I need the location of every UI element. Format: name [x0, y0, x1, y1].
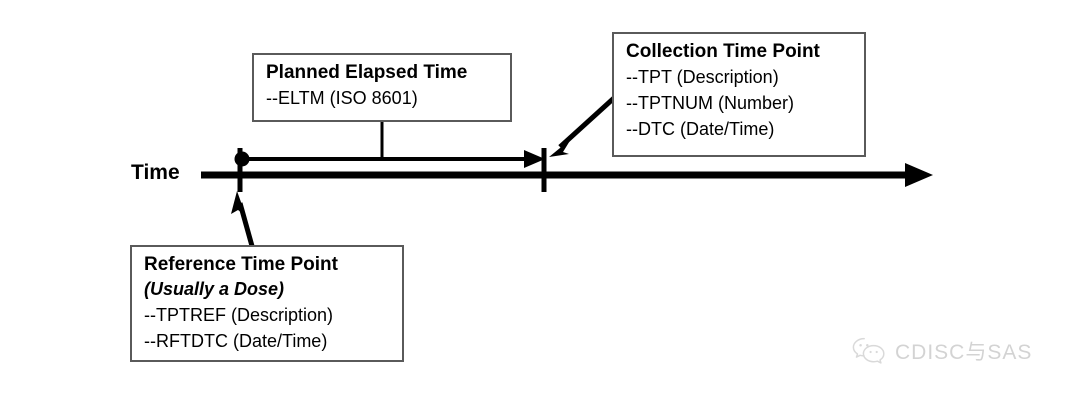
reference-time-point-variable-tptref: --TPTREF (Description) [144, 305, 334, 325]
reference-time-point-title: Reference Time Point [144, 254, 338, 275]
collection-time-point-variable-tptnum: --TPTNUM (Number) [626, 93, 794, 113]
planned-elapsed-time-variable-eltm: --ELTM (ISO 8601) [266, 88, 418, 108]
collection-time-point-title: Collection Time Point [626, 41, 820, 62]
watermark: CDISC与SAS [852, 336, 1032, 366]
reference-time-point-box: Reference Time Point (Usually a Dose) --… [130, 245, 404, 362]
planned-elapsed-time-title: Planned Elapsed Time [266, 62, 468, 83]
reference-time-point-variable-rftdtc: --RFTDTC (Date/Time) [144, 331, 328, 351]
wechat-icon [852, 337, 885, 364]
collection-time-point-variable-dtc: --DTC (Date/Time) [626, 119, 775, 139]
collection-time-point-box: Collection Time Point --TPT (Description… [612, 32, 866, 157]
collection-time-point-variable-tpt: --TPT (Description) [626, 67, 779, 87]
watermark-text: CDISC与SAS [895, 341, 1033, 364]
reference-box-leader-arrowhead [231, 191, 246, 216]
planned-elapsed-time-box: Planned Elapsed Time --ELTM (ISO 8601) [252, 53, 512, 122]
elapsed-time-arrowhead [524, 150, 545, 168]
time-axis-arrowhead [905, 163, 933, 187]
reference-time-point-subtitle: (Usually a Dose) [144, 279, 285, 299]
collection-box-leader-line [558, 96, 616, 149]
collection-box-leader-arrowhead [549, 139, 571, 157]
time-axis-label: Time [131, 161, 180, 184]
